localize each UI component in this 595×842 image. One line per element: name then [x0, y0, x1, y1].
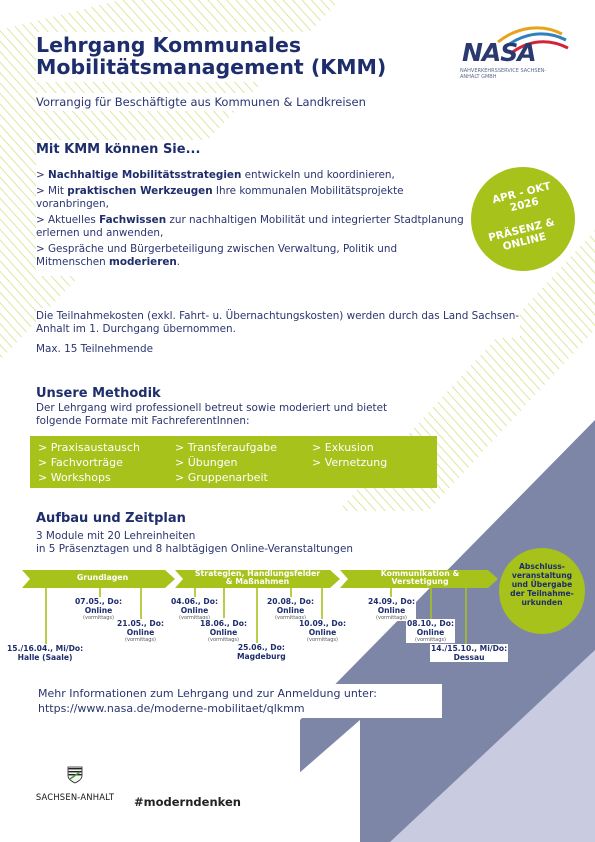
title-line-1: Lehrgang Kommunales: [36, 33, 302, 57]
subtitle: Vorrangig für Beschäftigte aus Kommunen …: [36, 93, 372, 111]
sachsen-anhalt-logo: SACHSEN-ANHALT: [30, 766, 120, 802]
date-item: 21.05., Do:Online(vormittags): [116, 619, 165, 643]
method-heading: Unsere Methodik: [36, 386, 161, 401]
date-item: 24.09., Do:Online(vormittags): [367, 597, 416, 621]
final-event-circle: Abschluss- veranstaltung und Übergabe de…: [499, 548, 585, 634]
phase-label-1: Grundlagen: [76, 573, 129, 582]
phase-label-2: Strategien, Handlungsfelder & Maßnahmen: [194, 569, 321, 586]
benefits-section: Mit KMM können Sie... > Nachhaltige Mobi…: [36, 140, 468, 276]
benefits-list: > Nachhaltige Mobilitätsstrategien entwi…: [36, 169, 464, 269]
coat-of-arms-icon: [67, 766, 83, 784]
date-item: 10.09., Do:Online(vormittags): [298, 619, 347, 643]
land-name: SACHSEN-ANHALT: [35, 792, 115, 802]
formats-col-2: > Transferaufgabe > Übungen > Gruppenarb…: [175, 441, 278, 484]
costs-text: Die Teilnahmekosten (exkl. Fahrt- u. Übe…: [36, 308, 520, 338]
white-corner: [220, 720, 360, 842]
list-item: > Aktuelles Fachwissen zur nachhaltigen …: [36, 214, 464, 239]
max-participants: Max. 15 Teilnehmende: [36, 343, 154, 355]
logo-swoosh-icon: [497, 26, 569, 56]
hashtag: #moderndenken: [134, 795, 241, 809]
formats-col-1: > Praxisaustausch > Fachvorträge > Works…: [38, 441, 140, 484]
date-item: 25.06., Do:Magdeburg: [236, 643, 287, 661]
schedule-section: Aufbau und Zeitplan 3 Module mit 20 Lehr…: [36, 511, 456, 556]
timeline: Grundlagen Strategien, Handlungsfelder &…: [0, 568, 595, 668]
benefits-heading: Mit KMM können Sie...: [36, 142, 201, 157]
lavender-triangle: [390, 650, 595, 842]
method-text: Der Lehrgang wird professionell betreut …: [36, 402, 388, 427]
schedule-heading: Aufbau und Zeitplan: [36, 511, 186, 526]
list-item: > Gespräche und Bürgerbeteiligung zwisch…: [36, 243, 398, 268]
formats-col-3: > Exkusion > Vernetzung: [312, 441, 388, 469]
date-item: 04.06., Do:Online(vormittags): [170, 597, 219, 621]
list-item: > Mit praktischen Werkzeugen Ihre kommun…: [36, 185, 404, 210]
schedule-summary: 3 Module mit 20 Lehreinheiten in 5 Präse…: [36, 530, 353, 555]
phase-arrow-1: [22, 570, 175, 588]
info-box: Mehr Informationen zum Lehrgang und zur …: [36, 684, 442, 718]
logo-tagline: NAHVERKEHRSSERVICE SACHSEN-ANHALT GMBH: [460, 68, 547, 80]
list-item: > Nachhaltige Mobilitätsstrategien entwi…: [36, 169, 395, 181]
date-format-badge: APR - OKT 2026 PRÄSENZ & ONLINE: [471, 167, 575, 271]
nasa-logo: NASA NAHVERKEHRSSERVICE SACHSEN-ANHALT G…: [458, 20, 570, 88]
date-item: 14./15.10., Mi/Do:Dessau: [430, 644, 509, 662]
timeline-arrows: [22, 570, 498, 644]
title-line-2: Mobilitätsmanagement (KMM): [36, 55, 387, 79]
date-item: 20.08., Do:Online(vormittags): [266, 597, 315, 621]
method-section: Unsere Methodik Der Lehrgang wird profes…: [36, 386, 406, 428]
date-item: 08.10., Do:Online(vormittags): [406, 619, 455, 643]
phase-arrow-2: [175, 570, 340, 588]
formats-box: > Praxisaustausch > Fachvorträge > Works…: [30, 436, 437, 488]
phase-arrow-3: [340, 570, 498, 588]
phase-label-3: Kommunikation & Verstetigung: [380, 569, 460, 586]
page-title: Lehrgang Kommunales Mobilitätsmanagement…: [36, 32, 391, 82]
info-text: Mehr Informationen zum Lehrgang und zur …: [38, 687, 377, 700]
date-item: 18.06., Do:Online(vormittags): [199, 619, 248, 643]
date-item: 15./16.04., Mi/Do:Halle (Saale): [6, 644, 85, 662]
logo-wordmark: NASA: [462, 38, 537, 67]
date-item: 07.05., Do:Online(vormittags): [74, 597, 123, 621]
info-link[interactable]: https://www.nasa.de/moderne-mobilitaet/q…: [38, 702, 305, 715]
